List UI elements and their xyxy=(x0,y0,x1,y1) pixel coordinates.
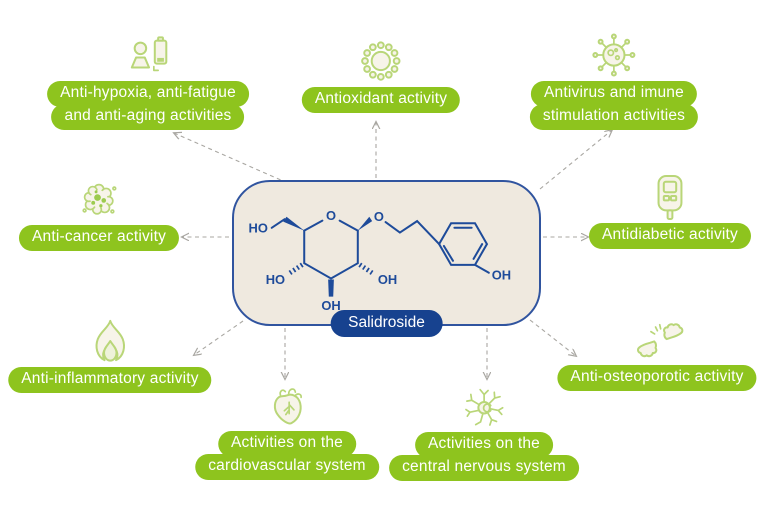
pill-hypoxia-line-1: Anti-hypoxia, anti-fatigue xyxy=(47,81,249,107)
pill-cns-line-1: Activities on the xyxy=(415,432,553,458)
atom-label-oh-c2: OH xyxy=(378,272,397,287)
salidroside-structure: O HO HO OH OH O OH xyxy=(249,208,512,313)
pill-antivirus: Antivirus and imune stimulation activiti… xyxy=(529,81,699,130)
neuron-icon xyxy=(460,383,508,429)
node-osteoporotic: Anti-osteoporotic activity xyxy=(557,318,757,391)
node-antiinflammatory: Anti-inflammatory activity xyxy=(8,318,212,393)
free-radical-icon xyxy=(358,38,404,84)
atom-label-ho-c4: HO xyxy=(266,272,285,287)
pill-antiinflammatory-line-1: Anti-inflammatory activity xyxy=(8,367,212,393)
cancer-cell-icon xyxy=(76,176,122,222)
pill-antidiabetic: Antidiabetic activity xyxy=(588,223,752,249)
pill-cardiovascular: Activities on the cardiovascular system xyxy=(195,431,379,480)
person-battery-icon xyxy=(125,34,171,78)
compound-box: O HO HO OH OH O OH Sal xyxy=(232,180,541,337)
pill-cns: Activities on the central nervous system xyxy=(389,432,579,481)
pill-antidiabetic-line-1: Antidiabetic activity xyxy=(588,223,752,249)
pill-cns-line-2: central nervous system xyxy=(389,455,579,481)
compound-badge: Salidroside xyxy=(330,310,443,337)
pill-antioxidant: Antioxidant activity xyxy=(301,87,461,113)
node-hypoxia: Anti-hypoxia, anti-fatigue and anti-agin… xyxy=(47,34,249,130)
virus-icon xyxy=(591,32,637,78)
arrow-osteoporotic xyxy=(529,319,576,356)
node-antidiabetic: Antidiabetic activity xyxy=(588,174,752,249)
pill-cardiovascular-line-1: Activities on the xyxy=(218,431,356,457)
pill-hypoxia-line-2: and anti-aging activities xyxy=(51,104,245,130)
atom-label-glyco-o: O xyxy=(374,209,384,224)
node-cardiovascular: Activities on the cardiovascular system xyxy=(195,384,379,480)
pill-cardiovascular-line-2: cardiovascular system xyxy=(195,454,379,480)
bone-icon xyxy=(631,318,683,362)
node-anticancer: Anti-cancer activity xyxy=(18,176,180,251)
atom-label-oh-phenol: OH xyxy=(492,267,511,282)
pill-anticancer-line-1: Anti-cancer activity xyxy=(18,225,180,251)
pill-osteoporotic-line-1: Anti-osteoporotic activity xyxy=(557,365,757,391)
node-antivirus: Antivirus and imune stimulation activiti… xyxy=(529,32,699,130)
pill-antivirus-line-1: Antivirus and imune xyxy=(531,81,697,107)
flame-icon xyxy=(88,318,132,364)
atom-label-ring-o: O xyxy=(326,208,336,223)
arrow-antivirus xyxy=(539,130,612,190)
atom-label-ho-ch2: HO xyxy=(249,221,268,236)
pill-antioxidant-line-1: Antioxidant activity xyxy=(301,87,461,113)
pill-hypoxia: Anti-hypoxia, anti-fatigue and anti-agin… xyxy=(47,81,249,130)
heart-icon xyxy=(265,384,309,428)
pill-osteoporotic: Anti-osteoporotic activity xyxy=(557,365,757,391)
pill-anticancer: Anti-cancer activity xyxy=(18,225,180,251)
arrow-antiinflammatory xyxy=(194,320,244,355)
pill-antiinflammatory: Anti-inflammatory activity xyxy=(8,367,212,393)
atom-label-oh-c3: OH xyxy=(321,298,340,313)
node-antioxidant: Antioxidant activity xyxy=(301,38,461,113)
pill-antivirus-line-2: stimulation activities xyxy=(529,104,699,130)
node-cns: Activities on the central nervous system xyxy=(389,383,579,481)
glucometer-icon xyxy=(649,174,691,220)
